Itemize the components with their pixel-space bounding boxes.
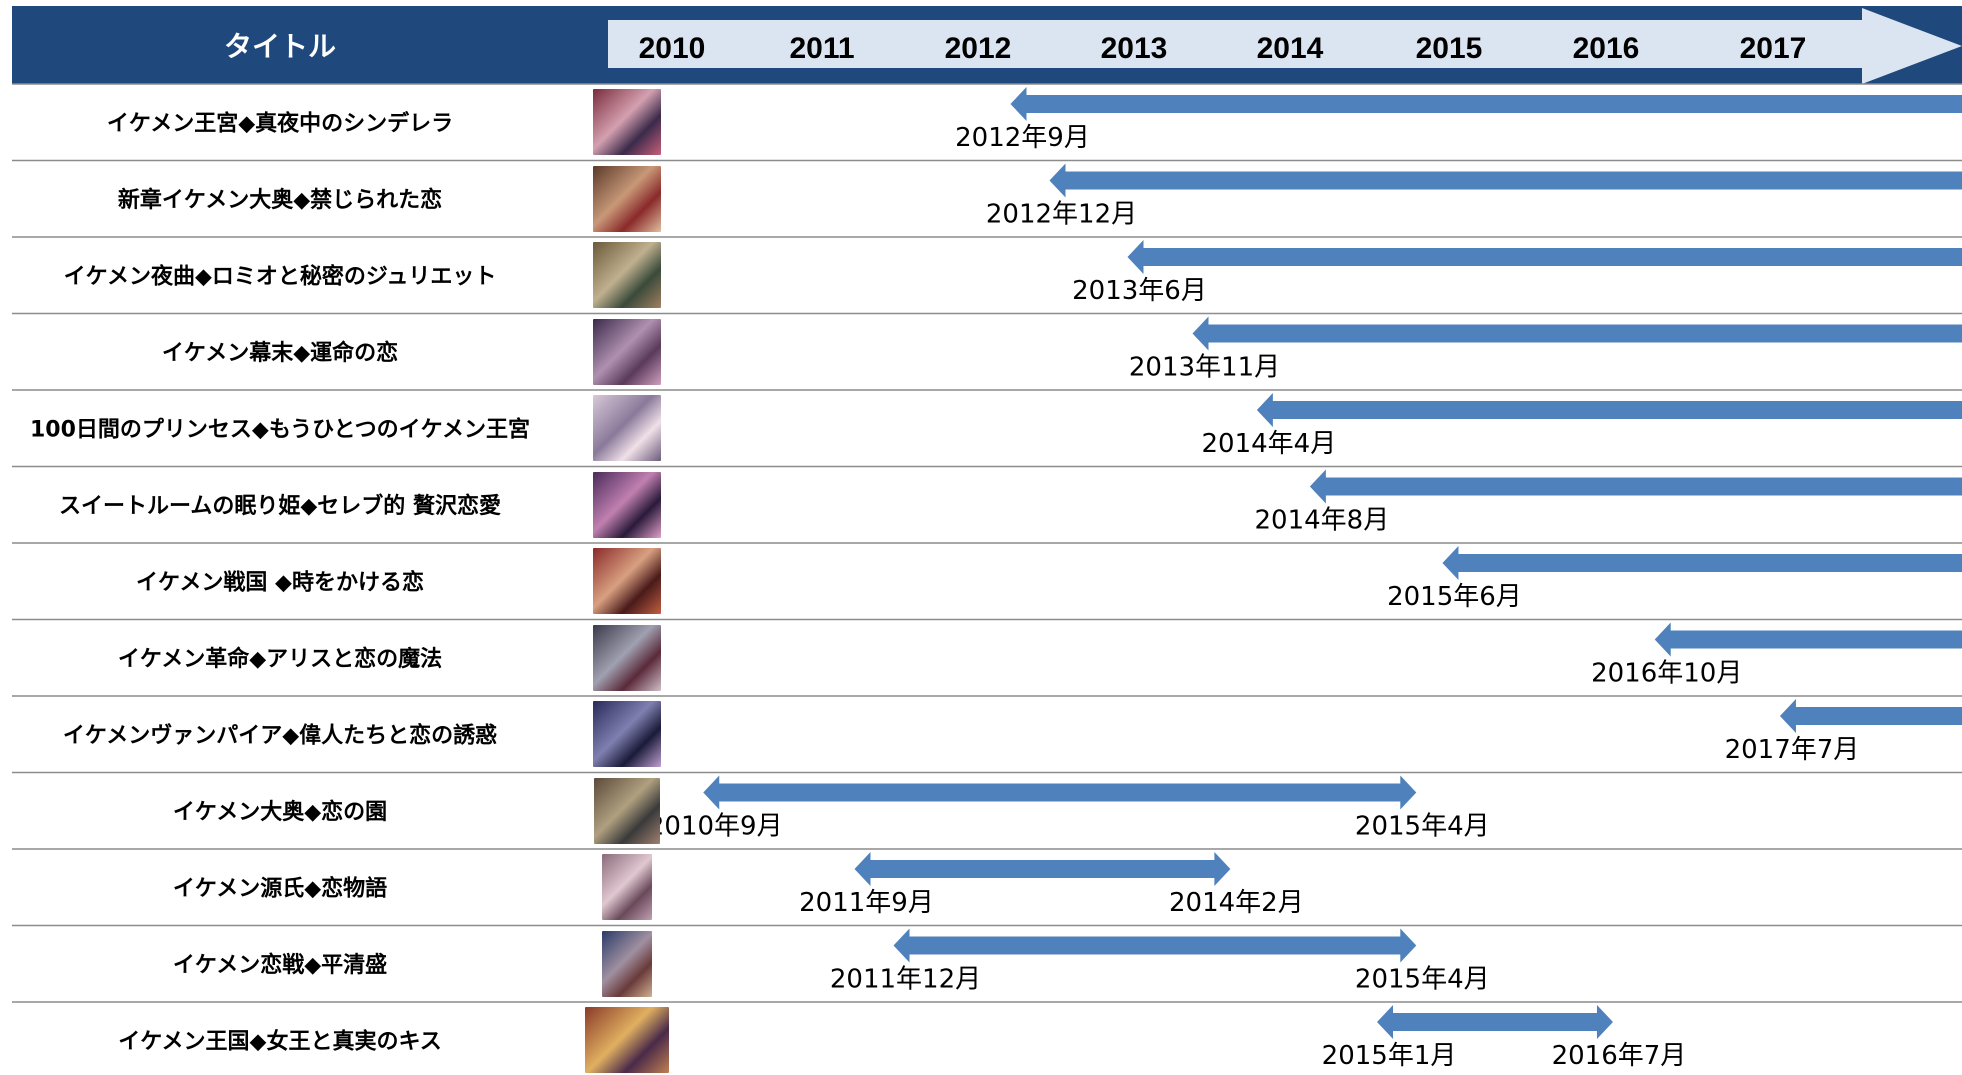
game-thumbnail <box>593 548 661 614</box>
year-label-2017: 2017 <box>1740 32 1807 65</box>
timeline-row: イケメン戦国 ◆時をかける恋 2015年6月 <box>12 546 1962 620</box>
timeline-row: イケメン王国◆女王と真実のキス 2015年1月 2016年7月 <box>12 1005 1962 1071</box>
start-date-label: 2015年1月 <box>1322 1041 1457 1071</box>
ongoing-arrow <box>1655 623 1962 657</box>
ongoing-arrow <box>1128 240 1962 274</box>
game-thumbnail <box>593 242 661 308</box>
year-label-2013: 2013 <box>1101 32 1168 65</box>
timeline-row: スイートルームの眠り姫◆セレブ的 贅沢恋愛 2014年8月 <box>12 470 1962 544</box>
year-label-2012: 2012 <box>945 32 1012 65</box>
ongoing-arrow <box>1011 87 1962 121</box>
timeline-row: イケメン源氏◆恋物語 2011年9月 2014年2月 <box>12 852 1962 926</box>
game-thumbnail <box>593 89 661 155</box>
game-thumbnail <box>593 319 661 385</box>
start-date-label: 2014年8月 <box>1255 506 1390 536</box>
row-title: 100日間のプリンセス◆もうひとつのイケメン王宮 <box>30 416 530 442</box>
game-thumbnail <box>602 931 652 997</box>
year-label-2015: 2015 <box>1416 32 1483 65</box>
period-arrow <box>1377 1005 1613 1039</box>
ongoing-arrow <box>1050 164 1962 198</box>
period-arrow <box>894 929 1417 963</box>
row-title: イケメン戦国 ◆時をかける恋 <box>136 569 424 595</box>
game-thumbnail <box>593 625 661 691</box>
end-date-label: 2016年7月 <box>1552 1041 1687 1071</box>
timeline-row: 新章イケメン大奥◆禁じられた恋 2012年12月 <box>12 164 1962 238</box>
row-title: イケメン大奥◆恋の園 <box>173 799 387 825</box>
row-title: スイートルームの眠り姫◆セレブ的 贅沢恋愛 <box>59 493 501 519</box>
title-column-header: タイトル <box>224 30 336 63</box>
timeline-row: イケメン幕末◆運命の恋 2013年11月 <box>12 317 1962 391</box>
year-label-2014: 2014 <box>1257 32 1324 65</box>
start-date-label: 2012年12月 <box>986 200 1137 230</box>
ongoing-arrow <box>1442 546 1962 580</box>
end-date-label: 2015年4月 <box>1355 965 1490 995</box>
start-date-label: 2012年9月 <box>955 123 1090 153</box>
game-thumbnail <box>594 778 660 844</box>
period-arrow <box>855 852 1231 886</box>
game-thumbnail <box>593 166 661 232</box>
row-title: イケメン王国◆女王と真実のキス <box>118 1028 442 1054</box>
start-date-label: 2016年10月 <box>1591 659 1742 689</box>
start-date-label: 2017年7月 <box>1725 735 1860 765</box>
period-arrow <box>703 776 1416 810</box>
row-title: イケメン夜曲◆ロミオと秘密のジュリエット <box>64 263 497 289</box>
year-label-2010: 2010 <box>639 32 706 65</box>
game-thumbnail <box>593 395 661 461</box>
row-title: イケメン王宮◆真夜中のシンデレラ <box>107 110 453 136</box>
year-label-2016: 2016 <box>1573 32 1640 65</box>
ongoing-arrow <box>1780 699 1962 733</box>
start-date-label: 2013年6月 <box>1072 276 1207 306</box>
end-date-label: 2015年4月 <box>1355 812 1490 842</box>
header: タイトル 2010 2011 2012 2013 2014 2015 2016 2017 <box>12 6 1962 84</box>
game-thumbnail <box>593 701 661 767</box>
row-title: イケメン幕末◆運命の恋 <box>162 340 398 366</box>
start-date-label: 2011年12月 <box>830 965 981 995</box>
timeline-row: イケメン革命◆アリスと恋の魔法 2016年10月 <box>12 623 1962 697</box>
start-date-label: 2014年4月 <box>1202 429 1337 459</box>
timeline-row: イケメンヴァンパイア◆偉人たちと恋の誘惑 2017年7月 <box>12 699 1962 773</box>
game-thumbnail <box>593 472 661 538</box>
row-title: 新章イケメン大奥◆禁じられた恋 <box>118 187 442 213</box>
start-date-label: 2010年9月 <box>648 812 783 842</box>
end-date-label: 2014年2月 <box>1169 888 1304 918</box>
timeline-row: イケメン夜曲◆ロミオと秘密のジュリエット 2013年6月 <box>12 240 1962 314</box>
row-title: イケメンヴァンパイア◆偉人たちと恋の誘惑 <box>63 722 497 748</box>
ongoing-arrow <box>1193 317 1962 351</box>
timeline-row: イケメン大奥◆恋の園 2010年9月 2015年4月 <box>12 776 1962 850</box>
game-thumbnail <box>602 854 652 920</box>
timeline-row: イケメン王宮◆真夜中のシンデレラ 2012年9月 <box>12 87 1962 161</box>
timeline-row: 100日間のプリンセス◆もうひとつのイケメン王宮 2014年4月 <box>12 393 1962 467</box>
timeline-row: イケメン恋戦◆平清盛 2011年12月 2015年4月 <box>12 929 1962 1003</box>
ongoing-arrow <box>1257 393 1962 427</box>
ongoing-arrow <box>1310 470 1962 504</box>
row-title: イケメン革命◆アリスと恋の魔法 <box>118 646 442 672</box>
row-title: イケメン恋戦◆平清盛 <box>173 952 387 978</box>
start-date-label: 2015年6月 <box>1387 582 1522 612</box>
game-thumbnail <box>585 1007 669 1073</box>
row-title: イケメン源氏◆恋物語 <box>173 875 387 901</box>
start-date-label: 2011年9月 <box>799 888 934 918</box>
start-date-label: 2013年11月 <box>1129 353 1280 383</box>
year-label-2011: 2011 <box>789 32 854 65</box>
